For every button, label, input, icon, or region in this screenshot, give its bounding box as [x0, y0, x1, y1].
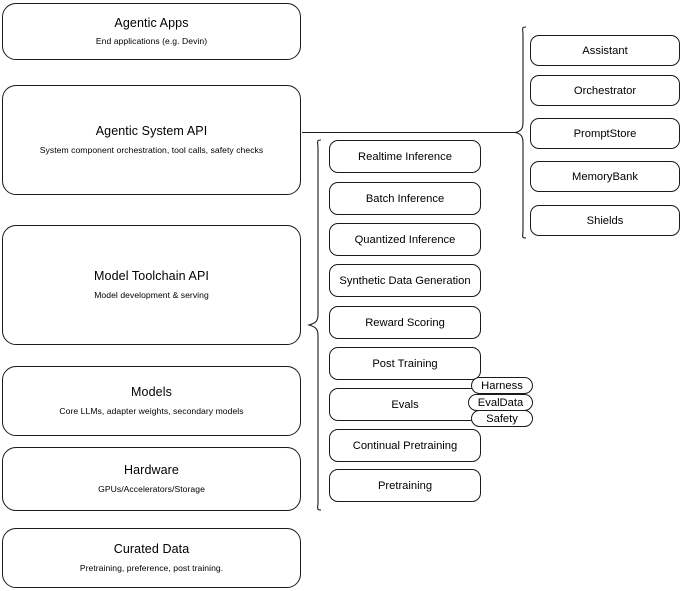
agentic-component-box-assistant[interactable]: Assistant: [530, 35, 680, 66]
toolchain-box-post-training[interactable]: Post Training: [329, 347, 481, 380]
layer-title: Agentic Apps: [114, 15, 189, 30]
agentic-component-box-promptstore[interactable]: PromptStore: [530, 118, 680, 149]
toolchain-box-synthetic-data-generation[interactable]: Synthetic Data Generation: [329, 264, 481, 297]
layer-subtitle: GPUs/Accelerators/Storage: [98, 483, 205, 494]
layer-subtitle: End applications (e.g. Devin): [95, 36, 208, 47]
layer-title: Hardware: [124, 463, 179, 478]
layer-box-models[interactable]: Models Core LLMs, adapter weights, secon…: [2, 366, 301, 436]
evals-subcomponent-safety[interactable]: Safety: [471, 410, 533, 427]
layer-box-model-toolchain-api[interactable]: Model Toolchain API Model development & …: [2, 225, 301, 345]
layer-title: Agentic System API: [95, 124, 208, 139]
layer-subtitle: Core LLMs, adapter weights, secondary mo…: [59, 405, 244, 416]
toolchain-box-pretraining[interactable]: Pretraining: [329, 469, 481, 502]
agentic-component-label: Assistant: [582, 44, 628, 57]
layer-subtitle: Pretraining, preference, post training.: [79, 562, 224, 573]
toolchain-box-label: Batch Inference: [365, 192, 445, 205]
toolchain-box-label: Continual Pretraining: [352, 439, 458, 452]
layer-title: Models: [131, 385, 172, 400]
evals-subcomponent-label: EvalData: [477, 396, 524, 409]
layer-subtitle: System component orchestration, tool cal…: [39, 144, 264, 155]
toolchain-box-label: Quantized Inference: [354, 233, 456, 246]
agentic-component-label: PromptStore: [573, 127, 637, 140]
layer-title: Curated Data: [113, 542, 190, 557]
layer-subtitle: Model development & serving: [94, 289, 209, 300]
layer-box-hardware[interactable]: Hardware GPUs/Accelerators/Storage: [2, 447, 301, 511]
toolchain-box-label: Synthetic Data Generation: [339, 274, 471, 287]
evals-subcomponent-evaldata[interactable]: EvalData: [468, 394, 533, 411]
agentic-component-box-shields[interactable]: Shields: [530, 205, 680, 236]
toolchain-box-evals[interactable]: Evals: [329, 388, 481, 421]
toolchain-box-realtime-inference[interactable]: Realtime Inference: [329, 140, 481, 173]
connector-line-agentic-system: [302, 132, 516, 133]
layer-box-agentic-system-api[interactable]: Agentic System API System component orch…: [2, 85, 301, 195]
agentic-component-box-orchestrator[interactable]: Orchestrator: [530, 75, 680, 106]
toolchain-box-label: Post Training: [372, 357, 438, 370]
toolchain-box-quantized-inference[interactable]: Quantized Inference: [329, 223, 481, 256]
layer-title: Model Toolchain API: [94, 269, 209, 284]
toolchain-box-label: Realtime Inference: [358, 150, 452, 163]
evals-subcomponent-label: Harness: [481, 379, 523, 392]
layer-box-curated-data[interactable]: Curated Data Pretraining, preference, po…: [2, 528, 301, 588]
layer-box-agentic-apps[interactable]: Agentic Apps End applications (e.g. Devi…: [2, 3, 301, 60]
toolchain-box-label: Pretraining: [377, 479, 433, 492]
evals-subcomponent-harness[interactable]: Harness: [471, 377, 533, 394]
toolchain-box-reward-scoring[interactable]: Reward Scoring: [329, 306, 481, 339]
agentic-component-label: Orchestrator: [573, 84, 637, 97]
brace-toolchain-components: [306, 139, 322, 511]
toolchain-box-label: Evals: [391, 398, 419, 411]
toolchain-box-continual-pretraining[interactable]: Continual Pretraining: [329, 429, 481, 462]
agentic-component-label: MemoryBank: [572, 170, 638, 183]
toolchain-box-label: Reward Scoring: [365, 316, 445, 329]
agentic-component-label: Shields: [586, 214, 624, 227]
agentic-component-box-memorybank[interactable]: MemoryBank: [530, 161, 680, 192]
toolchain-box-batch-inference[interactable]: Batch Inference: [329, 182, 481, 215]
evals-subcomponent-label: Safety: [486, 412, 518, 425]
brace-agentic-components: [513, 26, 527, 239]
